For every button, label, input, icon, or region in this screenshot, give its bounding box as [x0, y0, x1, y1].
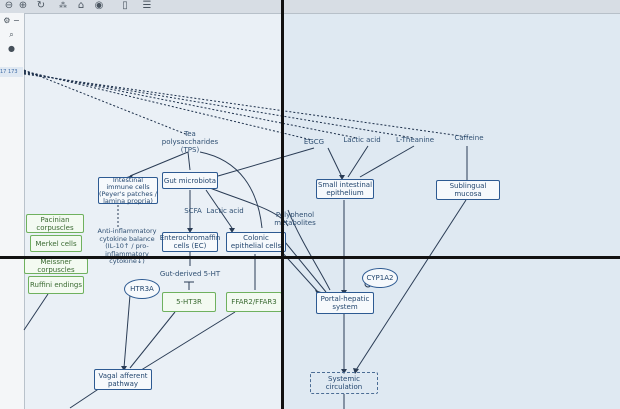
list-row[interactable]: 17 173: [0, 67, 23, 77]
gut-derived-5ht-label[interactable]: Gut-derived 5-HT: [159, 270, 221, 278]
caffeine-label[interactable]: Caffeine: [454, 134, 484, 142]
list-icon[interactable]: ☰: [142, 0, 152, 11]
settings-glyph: ⚙: [3, 16, 11, 25]
options-icon[interactable]: ●: [8, 44, 15, 53]
lactic-acid-source-label[interactable]: Lactic acid: [343, 136, 381, 144]
systemic-circulation-node[interactable]: Systemic circulation: [310, 372, 378, 394]
tea-polysaccharides-label[interactable]: Tea polysaccharides (TPS): [161, 130, 219, 154]
eye-icon[interactable]: ◉: [94, 0, 104, 11]
vagal-afferent-pathway-node[interactable]: Vagal afferent pathway: [94, 369, 152, 390]
portal-hepatic-system-node[interactable]: Portal-hepatic system: [316, 292, 374, 314]
zoom-out-icon[interactable]: ⊖: [4, 0, 14, 11]
diagram-canvas-right[interactable]: [284, 14, 620, 409]
gut-microbiota-node[interactable]: Gut microbiota: [162, 172, 218, 189]
search-glyph: ⌕: [9, 30, 14, 39]
enterochromaffin-cells-node[interactable]: Enterochromaffin cells (EC): [159, 232, 221, 252]
cyp1a2-node[interactable]: CYP1A2: [362, 268, 398, 288]
zoom-in-icon[interactable]: ⊕: [18, 0, 28, 11]
row-value-a: 17: [0, 69, 7, 75]
intestinal-immune-cells-node[interactable]: Intestinal immune cells (Peyer's patches…: [98, 175, 158, 205]
toolbar: ⊖ ⊕ ↻ ⁂ ⌂ ◉ ▯ ☰: [0, 0, 620, 14]
search-icon[interactable]: ⌕: [0, 29, 23, 41]
screen-divider-vertical: [281, 0, 284, 409]
cytokine-balance-label[interactable]: Anti-inflammatory cytokine balance (IL-1…: [97, 227, 157, 265]
small-intestinal-epithelium-node[interactable]: Small intestinal epithelium: [316, 179, 374, 199]
htr3a-node[interactable]: HTR3A: [124, 279, 160, 299]
pacinian-corpuscles-node[interactable]: Pacinian corpuscles: [26, 214, 84, 233]
meissner-corpuscles-node[interactable]: Meissner corpuscles: [24, 258, 88, 274]
lactic-acid-metabolite-label[interactable]: Lactic acid: [206, 207, 244, 215]
polyphenol-metabolites-label[interactable]: Polyphenol metabolites: [274, 211, 316, 227]
egcg-label[interactable]: EGCG: [303, 138, 325, 146]
settings-icon[interactable]: ⚙ −: [0, 15, 23, 27]
merkel-cells-node[interactable]: Merkel cells: [30, 235, 82, 252]
screen-divider-horizontal: [0, 256, 620, 259]
left-panel: ⚙ − ⌕ ● 17 173: [0, 13, 25, 409]
layout-icon[interactable]: ⁂: [59, 1, 67, 10]
l-theanine-label[interactable]: L-Theanine: [395, 136, 435, 144]
refresh-icon[interactable]: ↻: [36, 0, 46, 11]
tag-icon[interactable]: ⌂: [77, 0, 85, 11]
ffar-node[interactable]: FFAR2/FFAR3: [226, 292, 282, 312]
row-value-b: 173: [7, 69, 18, 75]
five-ht3r-node[interactable]: 5-HT3R: [162, 292, 216, 312]
ruffini-endings-node[interactable]: Ruffini endings: [28, 276, 84, 294]
scfa-label[interactable]: SCFA: [184, 207, 202, 215]
document-icon[interactable]: ▯: [122, 0, 128, 11]
collapse-glyph: −: [13, 16, 20, 25]
sublingual-mucosa-node[interactable]: Sublingual mucosa: [436, 180, 500, 200]
colonic-epithelial-cells-node[interactable]: Colonic epithelial cells: [226, 232, 286, 252]
